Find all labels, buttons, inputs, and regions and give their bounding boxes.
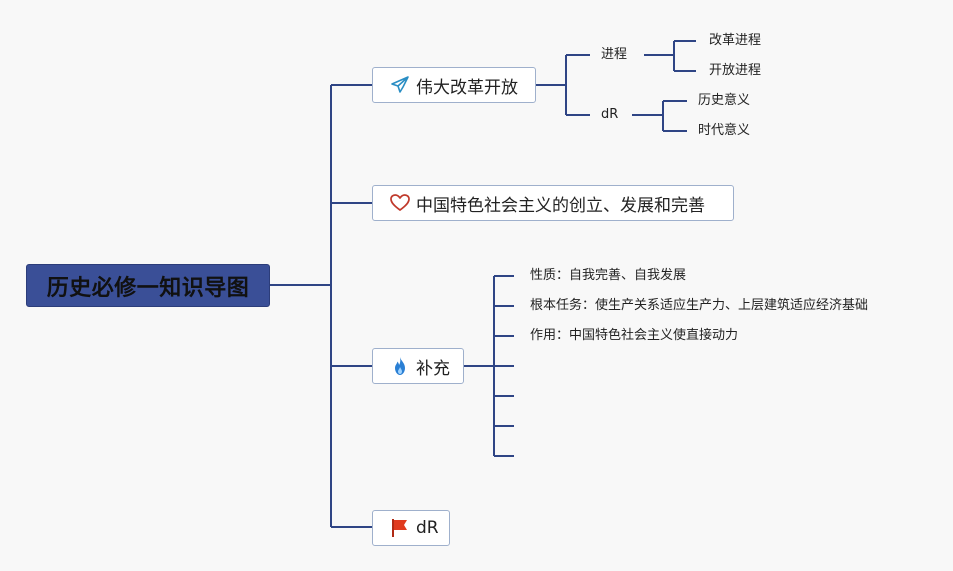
branch-label: dR bbox=[416, 518, 439, 538]
branch-reform-opening[interactable]: 伟大改革开放 bbox=[372, 67, 536, 103]
branch-label: 中国特色社会主义的创立、发展和完善 bbox=[416, 195, 705, 216]
flame-icon bbox=[390, 356, 410, 376]
branch-supplement[interactable]: 补充 bbox=[372, 348, 464, 384]
heart-icon bbox=[390, 193, 410, 213]
leaf-function[interactable]: 作用：中国特色社会主义使直接动力 bbox=[530, 328, 739, 343]
root-label: 历史必修一知识导图 bbox=[46, 275, 250, 301]
branch-label: 伟大改革开放 bbox=[416, 77, 518, 98]
root-node[interactable]: 历史必修一知识导图 bbox=[26, 264, 270, 307]
leaf-reform-process[interactable]: 改革进程 bbox=[709, 33, 762, 48]
leaf-historical-meaning[interactable]: 历史意义 bbox=[698, 93, 751, 108]
leaf-nature[interactable]: 性质：自我完善、自我发展 bbox=[530, 268, 687, 283]
leaf-fundamental-task[interactable]: 根本任务：使生产关系适应生产力、上层建筑适应经济基础 bbox=[530, 298, 869, 313]
flag-icon bbox=[390, 518, 410, 538]
paper-plane-icon bbox=[390, 75, 410, 95]
branch-label: 补充 bbox=[416, 358, 450, 379]
branch-dr[interactable]: dR bbox=[372, 510, 450, 546]
node-dr-sub[interactable]: dR bbox=[601, 107, 619, 122]
node-jincheng[interactable]: 进程 bbox=[601, 47, 628, 62]
leaf-era-meaning[interactable]: 时代意义 bbox=[698, 123, 751, 138]
branch-socialism[interactable]: 中国特色社会主义的创立、发展和完善 bbox=[372, 185, 734, 221]
leaf-opening-process[interactable]: 开放进程 bbox=[709, 63, 762, 78]
